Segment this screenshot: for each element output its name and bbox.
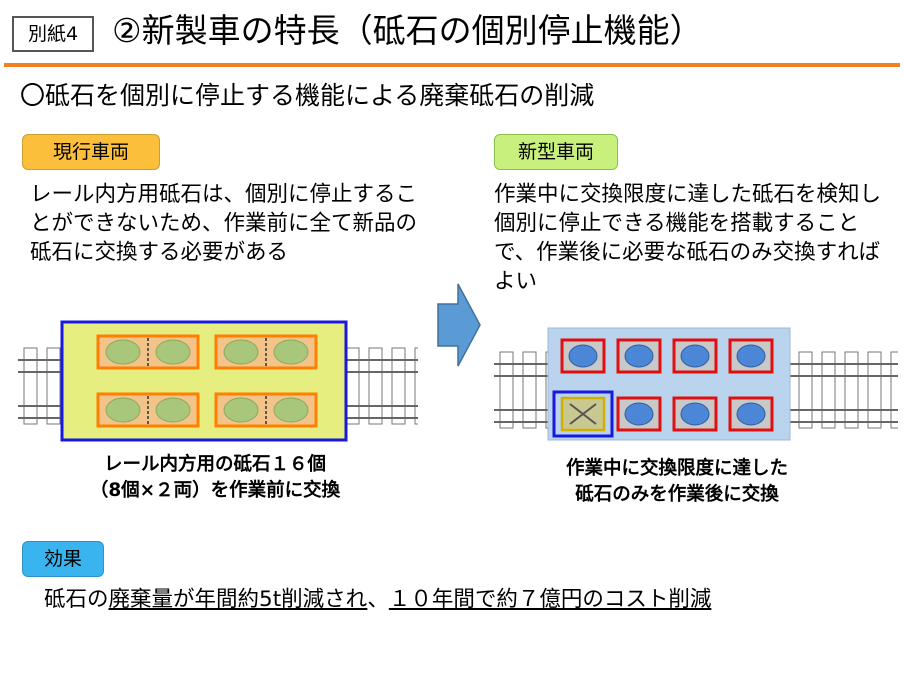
new-caption-line2: 砥石のみを作業後に交換 (575, 484, 779, 505)
grinding-stone (680, 402, 710, 426)
new-vehicle-caption: 作業中に交換限度に達した 砥石のみを作業後に交換 (512, 456, 842, 508)
grinding-stone (736, 344, 766, 368)
new-caption-line1: 作業中に交換限度に達した (565, 458, 788, 479)
current-vehicle-badge: 現行車両 (22, 134, 160, 170)
new-vehicle-diagram (494, 327, 898, 441)
grinding-stone (680, 344, 710, 368)
current-vehicle-diagram (18, 320, 418, 442)
effect-text-part1: 砥石の (44, 587, 109, 612)
slide-title: ②新製車の特長（砥石の個別停止機能） (112, 11, 703, 50)
effect-text-part2: 廃棄量が年間約5t削減され (108, 587, 368, 612)
effect-text-part4: １０年間で約７億円のコスト削減 (388, 587, 712, 612)
grinding-stone (273, 397, 309, 423)
title-divider (4, 63, 900, 67)
grinding-stone (223, 339, 259, 365)
current-caption-line2: （8個×２両）を作業前に交換 (89, 480, 341, 501)
grinding-stone (105, 339, 141, 365)
right-arrow-icon (437, 283, 481, 367)
new-vehicle-badge: 新型車両 (494, 134, 618, 170)
grinding-stone (155, 339, 191, 365)
cross-mark (569, 403, 597, 425)
worn-stone-highlight (552, 390, 614, 438)
grinding-stone (273, 339, 309, 365)
effect-text-part3: 、 (367, 587, 389, 612)
attachment-label: 別紙4 (12, 16, 94, 52)
grinding-stone (155, 397, 191, 423)
sleeper (414, 347, 418, 425)
grinding-stone (223, 397, 259, 423)
grinding-stone (624, 402, 654, 426)
grinding-stone (624, 344, 654, 368)
current-caption-line1: レール内方用の砥石１６個 (103, 454, 326, 475)
new-vehicle-description: 作業中に交換限度に達した砥石を検知し個別に停止できる機能を搭載することで、作業後… (494, 182, 882, 294)
grinding-stones (552, 338, 774, 438)
grinding-stone (105, 397, 141, 423)
effect-text: 砥石の廃棄量が年間約5t削減され、１０年間で約７億円のコスト削減 (44, 585, 711, 615)
sleeper (890, 351, 898, 429)
grinding-stone (736, 402, 766, 426)
current-vehicle-description: レール内方用砥石は、個別に停止することができないため、作業前に全て新品の砥石に交… (30, 182, 418, 265)
grinding-stones (96, 334, 318, 428)
current-vehicle-caption: レール内方用の砥石１６個 （8個×２両）を作業前に交換 (50, 452, 380, 504)
effect-badge: 効果 (22, 541, 104, 577)
grinding-stone (568, 344, 598, 368)
section-heading: 〇砥石を個別に停止する機能による廃棄砥石の削減 (20, 81, 595, 110)
